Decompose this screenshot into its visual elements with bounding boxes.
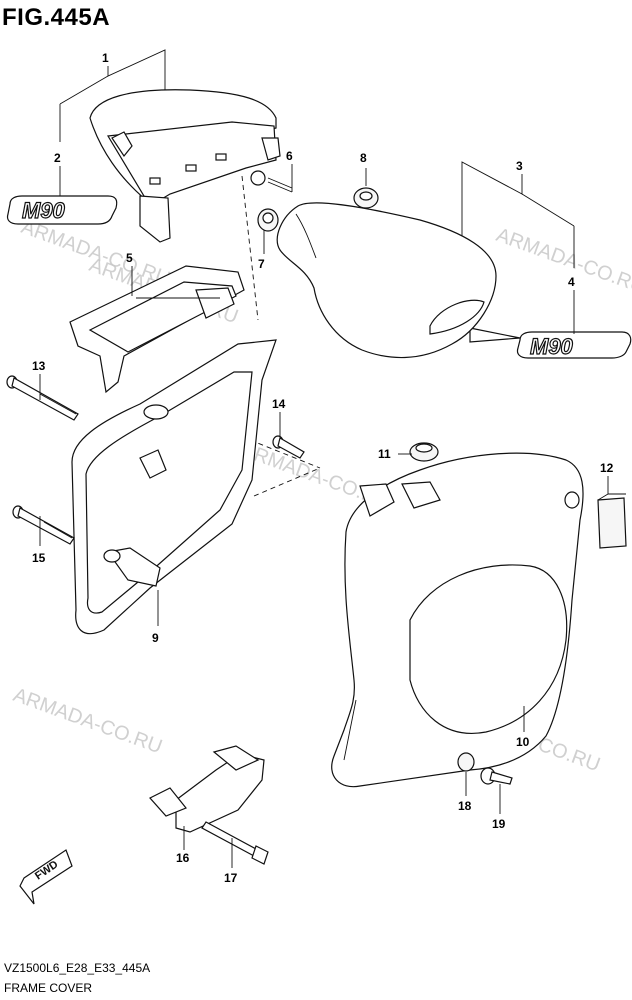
callout-14: 14 bbox=[272, 397, 286, 411]
callout-6: 6 bbox=[286, 149, 293, 163]
callout-7: 7 bbox=[258, 257, 265, 271]
part-12-damper bbox=[597, 493, 627, 549]
callout-4: 4 bbox=[568, 275, 575, 289]
part-14-bolt bbox=[272, 435, 305, 459]
alignment-lines bbox=[241, 175, 321, 497]
callout-13: 13 bbox=[32, 359, 46, 373]
callout-8: 8 bbox=[360, 151, 367, 165]
watermark: ARMADA-CO.RU bbox=[493, 224, 632, 298]
callout-17: 17 bbox=[224, 871, 238, 885]
part-13-bolt bbox=[6, 375, 79, 421]
part-19-screw bbox=[480, 767, 513, 785]
callout-3: 3 bbox=[516, 159, 523, 173]
figure-title: FIG.445A bbox=[2, 4, 111, 31]
callout-1: 1 bbox=[102, 51, 109, 65]
callout-10: 10 bbox=[516, 735, 530, 749]
part-7-grommet bbox=[257, 208, 279, 232]
callout-18: 18 bbox=[458, 799, 472, 813]
part-1-upper-cover bbox=[89, 89, 281, 243]
part-5-bracket bbox=[69, 265, 245, 394]
footer-model-code: VZ1500L6_E28_E33_445A bbox=[4, 961, 151, 975]
part-18-nut bbox=[457, 752, 475, 772]
emblem-text: M90 bbox=[22, 198, 66, 223]
footer-section-name: FRAME COVER bbox=[4, 981, 93, 995]
emblem-text: M90 bbox=[530, 334, 574, 359]
callout-11: 11 bbox=[378, 447, 391, 461]
part-3-side-cover bbox=[276, 202, 497, 359]
watermark: ARMADA-CO.RU bbox=[10, 684, 165, 758]
part-10-frame-cover bbox=[331, 452, 584, 788]
callout-2: 2 bbox=[54, 151, 61, 165]
callout-12: 12 bbox=[600, 461, 614, 475]
callout-15: 15 bbox=[32, 551, 46, 565]
fwd-arrow: FWD bbox=[19, 849, 73, 905]
leader-lines bbox=[39, 164, 609, 868]
part-11-grommet bbox=[409, 442, 439, 462]
callout-16: 16 bbox=[176, 851, 190, 865]
part-4-emblem: M90 bbox=[516, 331, 632, 360]
callout-9: 9 bbox=[152, 631, 159, 645]
part-6-screw bbox=[250, 170, 293, 193]
part-17-bolt bbox=[201, 821, 269, 865]
callout-labels: 1 2 3 4 5 6 7 8 9 10 11 12 13 14 15 16 1… bbox=[32, 51, 614, 885]
part-9-side-frame bbox=[71, 339, 277, 635]
part-16-bracket bbox=[149, 745, 265, 833]
leader-bracket-3 bbox=[461, 161, 575, 343]
part-8-grommet bbox=[353, 187, 379, 209]
part-2-emblem: M90 bbox=[6, 195, 118, 225]
part-15-bolt bbox=[12, 505, 75, 545]
callout-19: 19 bbox=[492, 817, 506, 831]
callout-5: 5 bbox=[126, 251, 133, 265]
